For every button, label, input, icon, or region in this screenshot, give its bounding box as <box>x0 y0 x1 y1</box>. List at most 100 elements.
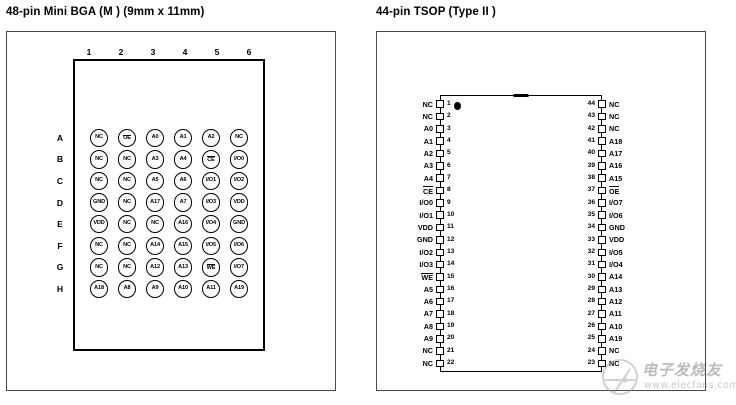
tsop-pin-number-22: 22 <box>447 359 455 367</box>
tsop-pin-number-44: 44 <box>587 99 595 107</box>
tsop-pin-number-7: 7 <box>447 173 451 181</box>
tsop-pin-label-18: A7 <box>423 309 433 319</box>
bga-ball-F6: I/O6 <box>225 236 253 256</box>
tsop-pin-number-33: 33 <box>587 235 595 243</box>
tsop-pin-lead-1 <box>436 100 444 108</box>
bga-ball-C5: I/O1 <box>197 171 225 191</box>
bga-ball-C6: I/O2 <box>225 171 253 191</box>
tsop-pin-lead-22 <box>436 359 444 368</box>
tsop-pin-number-24: 24 <box>587 346 595 354</box>
tsop-pin-lead-23 <box>598 359 606 368</box>
tsop-pin-number-19: 19 <box>447 322 455 330</box>
tsop-pin-16: A5 16 <box>397 283 459 295</box>
bga-column-number-1: 1 <box>86 47 92 57</box>
tsop-pin-label-29: A13 <box>609 284 623 294</box>
tsop-pin-lead-34 <box>598 223 606 232</box>
tsop-pin-label-2: NC <box>422 111 433 121</box>
bga-ball-B4: A4 <box>169 150 197 169</box>
tsop-pin-number-13: 13 <box>447 248 455 255</box>
bga-row-letter-B: B <box>56 154 64 165</box>
tsop-pin-lead-9 <box>436 199 444 207</box>
bga-ball-G1: NC <box>85 258 113 277</box>
tsop-pin-number-16: 16 <box>447 285 455 293</box>
tsop-pin-label-33: VDD <box>609 235 625 245</box>
tsop-pin-label-16: A5 <box>423 284 433 294</box>
bga-ball-A4: A1 <box>169 128 197 148</box>
bga-ball-E6: GND <box>225 214 253 234</box>
tsop-pin-lead-27 <box>598 310 606 318</box>
bga-ball-label: NC <box>229 128 249 148</box>
bga-ball-label: A11 <box>201 279 221 299</box>
bga-ball-label: A10 <box>173 279 193 299</box>
bga-ball-label: NC <box>117 171 137 191</box>
tsop-pin-label-34: GND <box>609 223 625 232</box>
bga-ball-H6: A19 <box>225 279 253 299</box>
bga-ball-label: NC <box>89 150 109 169</box>
bga-ball-A3: A0 <box>141 128 169 148</box>
bga-ball-E1: VDD <box>85 214 113 234</box>
tsop-pin-number-14: 14 <box>447 260 455 268</box>
bga-ball-label: I/O1 <box>201 171 221 191</box>
bga-ball-F3: A14 <box>141 236 169 256</box>
bga-ball-label: GND <box>89 193 109 212</box>
tsop-pin-2: NC 2 <box>397 110 459 122</box>
tsop-pin-lead-15 <box>436 273 444 281</box>
bga-ball-label: NC <box>117 236 137 256</box>
bga-ball-G4: A13 <box>169 258 197 277</box>
tsop-pin-label-41: A18 <box>609 136 623 146</box>
bga-ball-E5: I/O4 <box>197 214 225 234</box>
tsop-pin-number-2: 2 <box>447 112 451 120</box>
tsop-pin-number-15: 15 <box>447 272 455 280</box>
tsop-pin-label-9: I/O0 <box>419 198 433 208</box>
bga-ball-label: WE <box>201 258 221 277</box>
tsop-pin-lead-35 <box>598 211 606 220</box>
tsop-pin-label-36: I/O7 <box>609 198 623 208</box>
tsop-pin-number-18: 18 <box>447 309 455 317</box>
bga-ball-label: I/O0 <box>229 150 249 169</box>
bga-ball-E4: A16 <box>169 214 197 234</box>
bga-ball-G5: WE <box>197 258 225 277</box>
tsop-pin-label-44: NC <box>609 99 620 109</box>
tsop-panel-title: 44-pin TSOP (Type II ) <box>376 6 496 18</box>
bga-column-number-6: 6 <box>246 47 252 57</box>
bga-ball-label: A8 <box>117 279 137 299</box>
bga-ball-label: A1 <box>173 128 193 148</box>
tsop-pin-lead-28 <box>598 297 606 306</box>
tsop-package-body <box>440 94 602 372</box>
bga-ball-A2: OE <box>113 128 141 148</box>
bga-ball-label: A7 <box>173 193 193 212</box>
tsop-pin-label-42: NC <box>609 124 620 134</box>
tsop-pin-label-7: A4 <box>423 173 433 183</box>
bga-ball-F1: NC <box>85 236 113 256</box>
tsop-pin-label-24: NC <box>609 346 620 356</box>
tsop-pin-label-31: I/O4 <box>609 260 623 270</box>
bga-ball-label: NC <box>117 258 137 277</box>
bga-ball-label: CE <box>201 150 221 169</box>
bga-row-letter-E: E <box>57 219 63 230</box>
bga-ball-F4: A15 <box>169 236 197 256</box>
bga-ball-label: I/O2 <box>229 171 249 191</box>
tsop-pin-lead-31 <box>598 260 606 269</box>
tsop-pin-number-3: 3 <box>447 124 451 132</box>
tsop-pin-number-32: 32 <box>587 248 595 255</box>
tsop-pin-lead-8 <box>436 186 444 195</box>
